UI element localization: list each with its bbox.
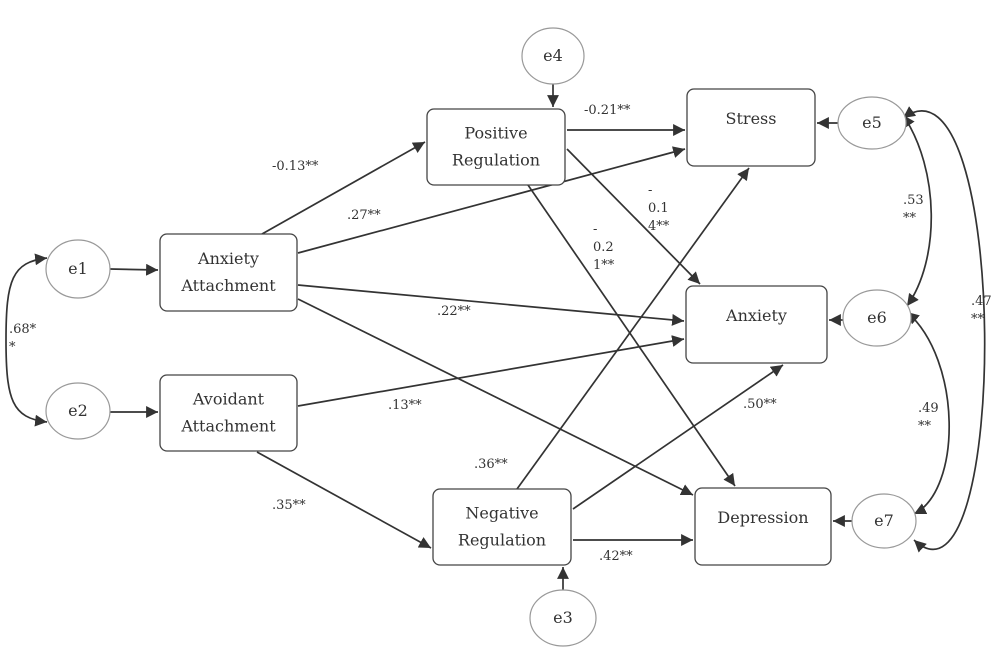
edge-positive-regulation-to-anxiety	[566, 148, 701, 285]
node-box	[686, 88, 816, 167]
node-e2: e2	[45, 382, 111, 440]
nodes-layer: PositiveRegulationNegativeRegulationAnxi…	[45, 27, 917, 647]
edge-avoidant-attachment-to-anxiety	[297, 335, 685, 407]
edge-positive-regulation-to-depression	[527, 184, 736, 487]
node-label: Avoidant	[192, 390, 265, 409]
edge-path	[902, 106, 986, 553]
coef-anxatt-anxiety: .22**	[437, 304, 471, 319]
node-label: e3	[553, 608, 573, 627]
edges-layer	[5, 84, 986, 590]
node-e7: e7	[851, 493, 917, 549]
node-label: Attachment	[180, 417, 276, 436]
edge-anxiety-attachment-to-depression	[297, 298, 694, 496]
node-label: Positive	[464, 124, 527, 143]
node-box	[159, 374, 298, 452]
error-term-ellipse	[842, 289, 912, 347]
error-term-ellipse	[529, 589, 597, 647]
node-e1: e1	[45, 239, 111, 299]
error-term-ellipse	[45, 382, 111, 440]
node-label: Regulation	[452, 151, 540, 170]
node-box	[694, 487, 832, 566]
node-e4: e4	[521, 27, 585, 85]
edge-path	[566, 148, 701, 285]
node-label: e7	[874, 511, 894, 530]
coef-avoidatt-anxiety: .13**	[388, 398, 422, 413]
coef-posreg-stress: -0.21**	[584, 103, 631, 118]
node-label: Attachment	[180, 276, 276, 295]
error-term-ellipse	[521, 27, 585, 85]
coef-anxatt-stress: .27**	[347, 208, 381, 223]
edge-negative-regulation-to-anxiety	[572, 364, 784, 510]
edge-path	[5, 253, 48, 427]
node-label: Anxiety	[725, 306, 787, 325]
node-stress: Stress	[686, 88, 816, 167]
node-label: Stress	[726, 109, 777, 128]
edge-path	[261, 141, 426, 235]
coef-e1-e2: .68**	[9, 322, 37, 355]
coef-e5-e7: .47**	[971, 294, 992, 327]
node-label: Depression	[717, 508, 808, 527]
node-anxiety: Anxiety	[685, 285, 828, 364]
edge-path	[297, 298, 694, 496]
node-e6: e6	[842, 289, 912, 347]
coef-avoidatt-negreg: .35**	[272, 498, 306, 513]
node-box	[426, 108, 566, 186]
node-label: e6	[867, 308, 887, 327]
edge-anxiety-attachment-to-anxiety	[297, 284, 685, 326]
coef-e6-e7: .49**	[918, 401, 939, 434]
node-label: e1	[68, 259, 88, 278]
edge-path	[516, 167, 750, 490]
node-label: e5	[862, 113, 882, 132]
edge-negative-regulation-to-stress	[516, 167, 750, 490]
error-term-ellipse	[45, 239, 111, 299]
edge-anxiety-attachment-to-stress	[297, 146, 686, 254]
node-box	[685, 285, 828, 364]
edge-e5-to-e7	[902, 106, 986, 553]
coef-negreg-depression: .42**	[599, 549, 633, 564]
node-e3: e3	[529, 589, 597, 647]
edge-anxiety-attachment-to-positive-regulation	[261, 141, 426, 235]
edge-path	[297, 146, 686, 254]
edge-path	[109, 263, 159, 276]
edge-path	[297, 335, 685, 407]
error-term-ellipse	[837, 96, 907, 150]
node-box	[159, 233, 298, 312]
node-label: e2	[68, 401, 88, 420]
node-depression: Depression	[694, 487, 832, 566]
coef-anxatt-posreg: -0.13**	[272, 159, 319, 174]
coef-negreg-anxiety: .50**	[743, 397, 777, 412]
coef-negreg-stress: .36**	[474, 457, 508, 472]
node-e5: e5	[837, 96, 907, 150]
node-label: Regulation	[458, 531, 546, 550]
edge-path	[256, 451, 432, 549]
edge-e1-to-anxiety-attachment	[109, 263, 159, 276]
edge-path	[527, 184, 736, 487]
node-box	[432, 488, 572, 566]
coef-e5-e6: .53**	[903, 193, 924, 226]
node-label: e4	[543, 46, 563, 65]
edge-avoidant-attachment-to-negative-regulation	[256, 451, 432, 549]
edge-path	[572, 364, 784, 510]
node-label: Anxiety	[197, 249, 259, 268]
node-label: Negative	[465, 504, 538, 523]
edge-path	[297, 284, 685, 326]
edge-e1-to-e2	[5, 253, 48, 427]
error-term-ellipse	[851, 493, 917, 549]
